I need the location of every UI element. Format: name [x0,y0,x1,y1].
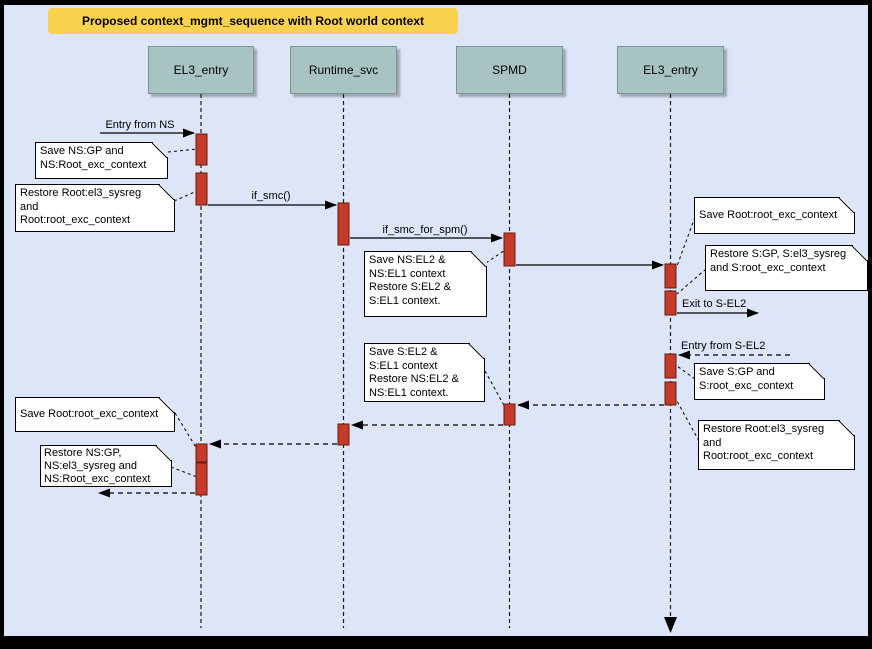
note-text: Restore Root:el3_sysreg and Root:root_ex… [20,187,142,226]
diagram-canvas [4,5,868,636]
note-connector [484,370,506,408]
note-text: Save NS:GP and NS:Root_exc_context [40,145,147,171]
activation-bar [664,290,677,316]
note-restore-root-el3-sysreg-top: Restore Root:el3_sysreg and Root:root_ex… [15,184,175,232]
note-text: Save Root:root_exc_context [699,208,838,221]
note-text: Restore S:GP, S:el3_sysreg and S:root_ex… [710,248,847,274]
note-connector [174,412,198,450]
note-save-ns-gp: Save NS:GP and NS:Root_exc_context [35,142,168,179]
message-label-entry-from-ns: Entry from NS [105,119,175,131]
note-text: Save S:EL2 & S:EL1 context Restore NS:EL… [369,346,459,399]
lifeline-end-arrow [664,617,677,633]
note-connector [676,365,696,380]
note-connector [485,249,506,264]
activation-bar [195,172,208,206]
lifeline-header-runtime-svc: Runtime_svc [290,46,397,94]
activation-bar [337,202,350,246]
note-connector [167,148,198,153]
activation-bar [195,462,208,496]
note-save-s-gp: Save S:GP and S:root_exc_context [694,363,825,400]
note-text: Restore Root:el3_sysreg and Root:root_ex… [703,423,825,462]
note-connector [676,400,700,442]
lifeline-header-el3-entry-left: EL3_entry [148,46,254,94]
note-save-ns-el2-restore-s-el2: Save NS:EL2 & NS:EL1 context Restore S:E… [364,251,487,317]
message-label-if-smc-for-spm: if_smc_for_spm() [382,224,468,236]
note-restore-ns-gp: Restore NS:GP, NS:el3_sysreg and NS:Root… [40,445,172,487]
note-save-root-exc-left: Save Root:root_exc_context [15,397,175,432]
diagram-title: Proposed context_mgmt_sequence with Root… [48,8,458,34]
activation-bar [664,353,677,379]
note-connector [173,190,198,202]
activation-bar [503,403,516,426]
activation-bar [503,232,516,267]
note-text: Save S:GP and S:root_exc_context [699,366,794,392]
note-save-s-el2-restore-ns-el2: Save S:EL2 & S:EL1 context Restore NS:EL… [364,343,485,402]
note-restore-s-gp: Restore S:GP, S:el3_sysreg and S:root_ex… [705,245,868,291]
note-text: Save NS:EL2 & NS:EL1 context Restore S:E… [369,254,451,307]
note-text: Restore NS:GP, NS:el3_sysreg and NS:Root… [44,447,151,485]
note-connector [676,268,707,295]
note-text: Save Root:root_exc_context [20,407,159,420]
activation-bar [664,263,677,289]
note-save-root-exc-right: Save Root:root_exc_context [694,197,855,234]
message-label-exit-to-s-el2: Exit to S-EL2 [682,298,747,310]
lifeline-header-el3-entry-right: EL3_entry [617,46,724,94]
lifeline-header-spmd: SPMD [456,46,563,94]
message-label-if-smc: if_smc() [251,190,291,202]
note-restore-root-el3-sysreg-bottom: Restore Root:el3_sysreg and Root:root_ex… [698,420,855,470]
activation-bar [195,443,208,463]
message-label-entry-from-s-el2: Entry from S-EL2 [681,340,766,352]
note-connector [170,466,198,478]
note-connector [676,216,696,267]
activation-bar [195,133,208,166]
activation-bar [664,381,677,406]
activation-bar [337,423,350,446]
